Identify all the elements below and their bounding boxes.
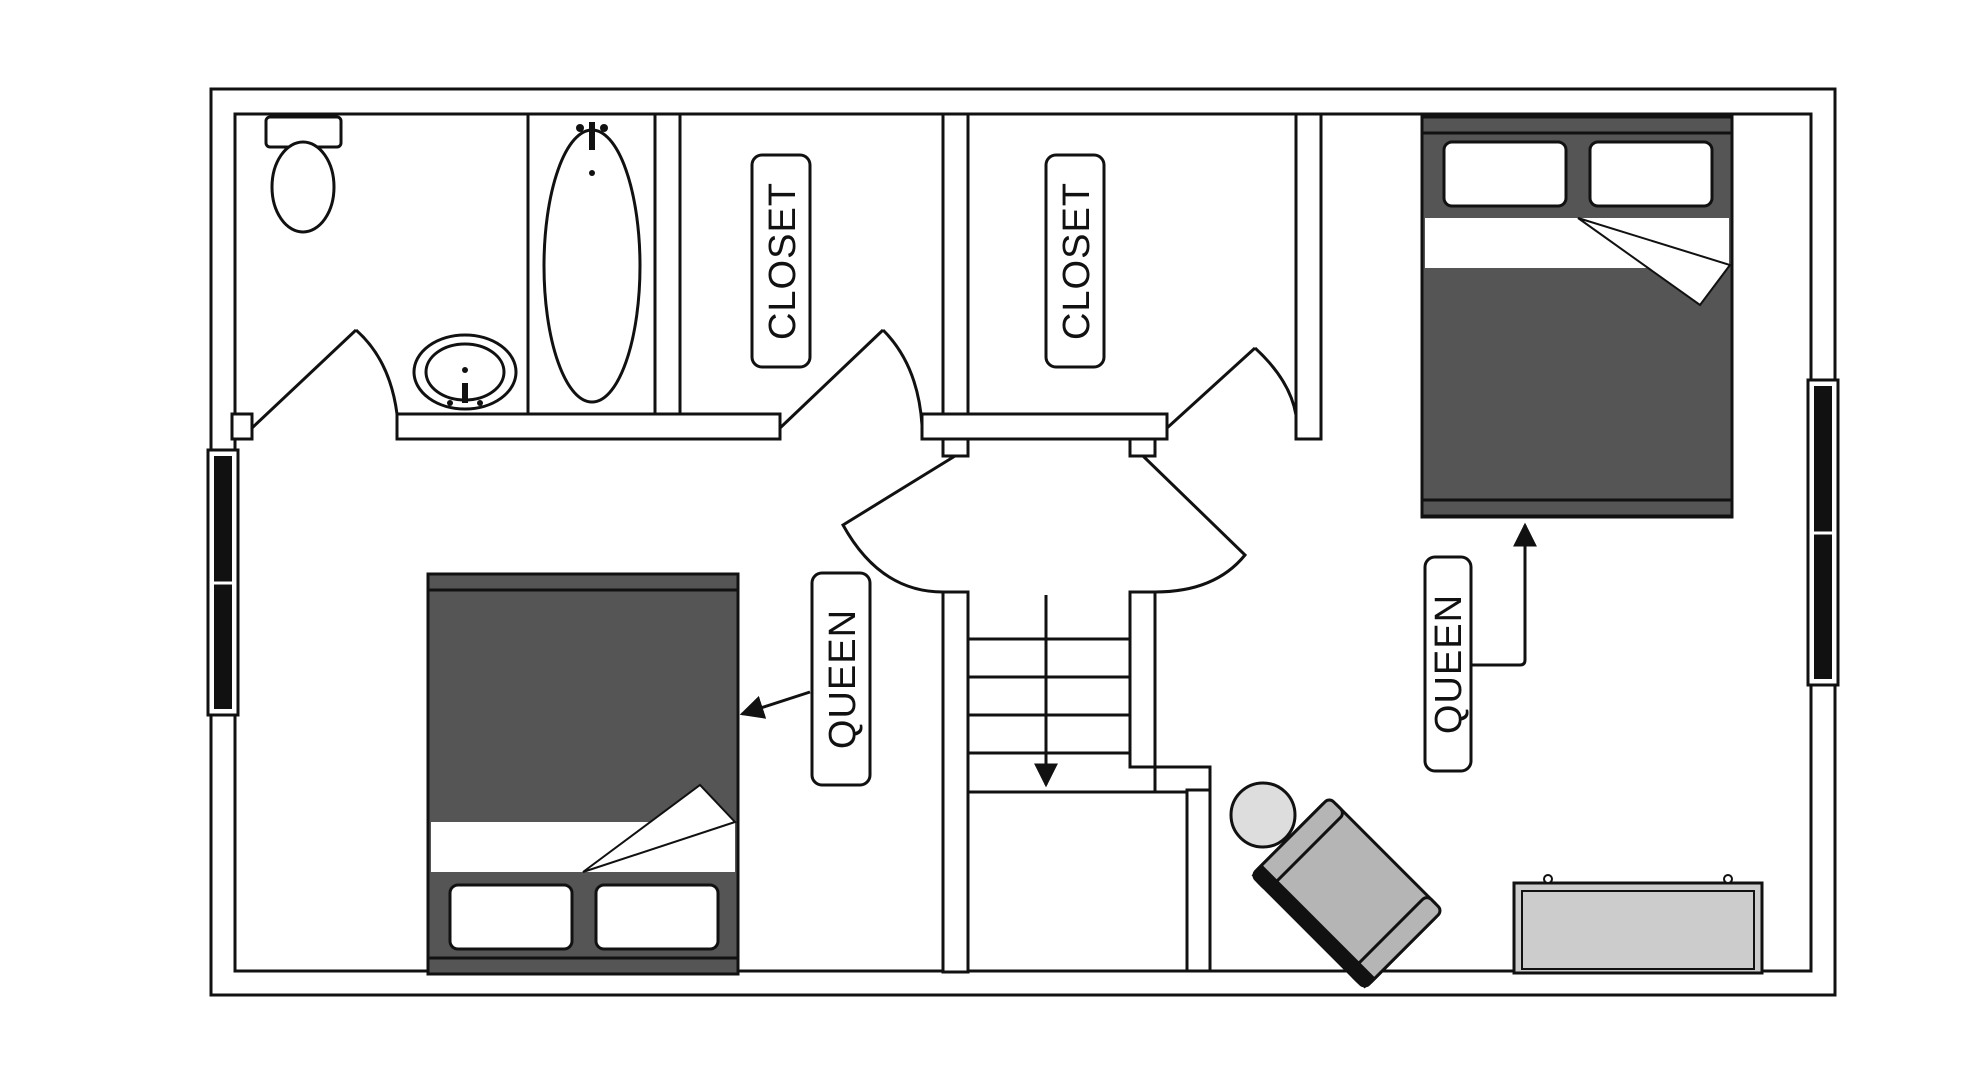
bathtub-icon: [542, 122, 642, 404]
sink-icon: [412, 333, 518, 411]
armchair-icon: [1251, 798, 1442, 989]
closet-label-right: CLOSET: [1044, 153, 1106, 369]
arrow-icon-right-bed: [1471, 522, 1537, 667]
queen-left-text: QUEEN: [822, 609, 864, 749]
window-icon-left: [206, 448, 240, 717]
stairs-icon: [968, 595, 1130, 788]
closet-left-text: CLOSET: [762, 182, 804, 340]
closet-label-left: CLOSET: [750, 153, 812, 369]
arrow-icon-left-bed: [739, 690, 811, 719]
toilet-icon: [264, 115, 343, 234]
interior-walls: [230, 112, 1323, 974]
queen-right-text: QUEEN: [1428, 594, 1470, 734]
window-icon-right: [1806, 378, 1840, 687]
dresser-icon: [1512, 874, 1764, 975]
door-swing-icon-closet2: [1165, 346, 1298, 430]
bed-icon-left: [426, 572, 740, 976]
door-swing-icon-stair: [840, 454, 1248, 594]
bed-icon-right: [1420, 115, 1734, 519]
door-swing-icon-bath: [250, 328, 399, 430]
queen-label-left: QUEEN: [810, 571, 872, 787]
door-swing-icon-closet1: [778, 328, 924, 430]
queen-label-right: QUEEN: [1423, 555, 1473, 773]
side-table-icon: [1229, 781, 1297, 849]
closet-right-text: CLOSET: [1056, 182, 1098, 340]
